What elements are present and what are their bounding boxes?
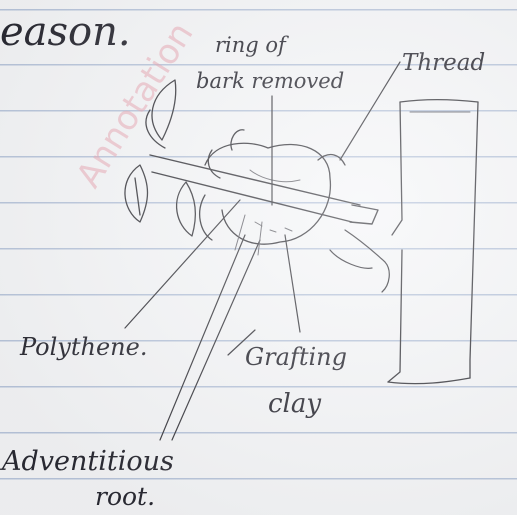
- label-ring-line1: ring of: [215, 33, 289, 57]
- support: [330, 230, 389, 292]
- leader-adventitious-2: [172, 240, 260, 440]
- label-grafting-clay: Grafting clay: [245, 235, 347, 419]
- container-left-bottom: [388, 250, 402, 382]
- leaf-bud: [208, 150, 220, 178]
- leaf-middle: [177, 182, 196, 236]
- label-adventitious-line2: root.: [95, 482, 155, 511]
- container-left-top: [392, 102, 402, 235]
- label-adventitious-line1: Adventitious: [0, 446, 174, 477]
- root-2: [258, 222, 262, 255]
- wrap-tie-left: [231, 130, 244, 150]
- label-adventitious-root: Adventitious root.: [0, 235, 260, 511]
- branch-tip: [350, 205, 378, 224]
- label-thread: Thread: [340, 50, 485, 160]
- root-1: [235, 215, 245, 250]
- support-arm: [345, 230, 389, 292]
- container-base: [388, 378, 470, 384]
- container-rim: [400, 100, 478, 102]
- leader-adventitious-1: [160, 235, 245, 440]
- leader-polythene: [125, 200, 240, 328]
- leader-grafting-clay: [285, 235, 300, 332]
- container-right: [470, 102, 478, 378]
- heading-fragment: eason.: [0, 9, 131, 55]
- label-polythene-text: Polythene.: [19, 333, 147, 361]
- leaf-left-vein: [135, 178, 140, 215]
- label-polythene: Polythene.: [19, 200, 240, 361]
- polythene-wrap: [205, 130, 345, 244]
- container: [388, 100, 478, 384]
- branch: [150, 155, 378, 224]
- label-thread-text: Thread: [402, 50, 485, 76]
- leader-thread: [340, 62, 400, 160]
- label-ring-line2: bark removed: [196, 69, 344, 93]
- leaf-left: [125, 165, 148, 222]
- support-finger: [330, 250, 372, 268]
- label-grafting-line2: clay: [268, 389, 321, 419]
- label-grafting-line1: Grafting: [245, 343, 347, 371]
